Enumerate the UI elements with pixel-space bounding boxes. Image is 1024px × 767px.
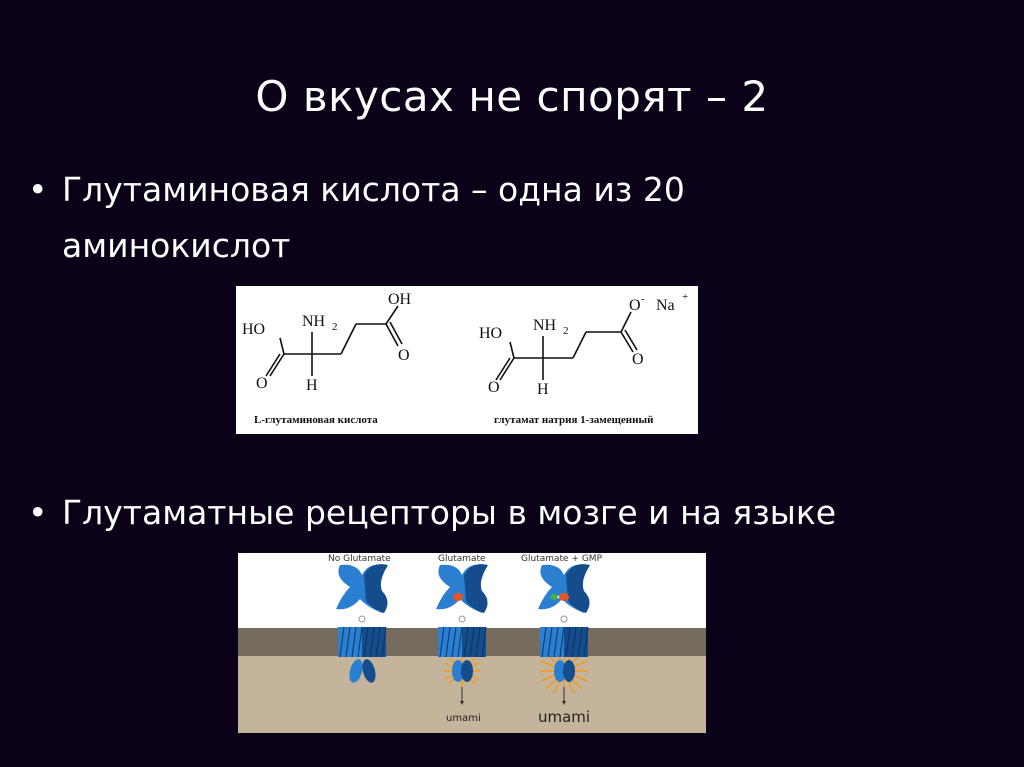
panel-label-glutamate: Glutamate [438,554,486,564]
label-o: O [398,347,410,364]
slide-title: О вкусах не спорят – 2 [255,72,769,121]
chemical-structures-image: OH HO NH 2 O O H O - Na + HO NH 2 O O H … [236,286,698,434]
panel-label-glutamate-gmp: Glutamate + GMP [521,554,602,564]
label-nh2: NH [302,313,326,330]
bullet-text: Глутаматные рецепторы в мозге и на языке [62,493,837,532]
label-o-minus: O [629,297,641,314]
output-umami-strong: umami [538,708,591,726]
label-o: O [488,379,500,396]
label-nh2-subscript: 2 [563,325,569,337]
label-ho: HO [242,321,265,338]
panel-label-no-glutamate: No Glutamate [328,554,391,564]
label-plus: + [682,291,688,303]
label-nh2: NH [533,317,557,334]
label-minus: - [641,293,645,305]
caption-glutamic-acid: L-глутаминовая кислота [254,414,378,426]
label-h: H [537,381,549,398]
label-h: H [306,377,318,394]
bullet-marker: • [28,170,48,209]
label-oh: OH [388,291,412,308]
bullet-text-line2: аминокислот [62,226,291,265]
receptor-drawing [335,563,591,705]
bullet-text-line1: Глутаминовая кислота – одна из 20 [62,170,685,209]
label-nh2-subscript: 2 [332,321,338,333]
label-o: O [632,351,644,368]
structure-drawing: OH HO NH 2 O O H O - Na + HO NH 2 O O H [242,291,688,398]
bullet-text: Глутаминовая кислота – одна из 20 аминок… [62,162,685,274]
label-o: O [256,375,268,392]
caption-monosodium-glutamate: глутамат натрия 1-замещенный [494,414,654,426]
output-umami-weak: umami [446,713,481,724]
label-na: Na [656,297,675,314]
receptor-diagram-image: No Glutamate Glutamate Glutamate + GMP u… [238,553,706,733]
bullet-marker: • [28,493,48,532]
label-ho: HO [479,325,502,342]
